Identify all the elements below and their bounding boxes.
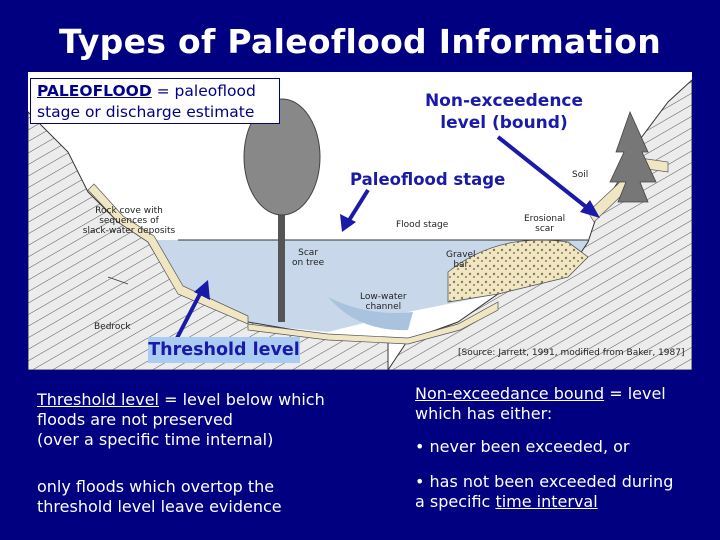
- bullet-never-exceeded: • never been exceeded, or: [415, 437, 630, 456]
- slide-title: Types of Paleoflood Information: [58, 22, 662, 61]
- threshold-level-callout: Threshold level: [148, 337, 300, 363]
- slack-water-deposits: [87, 183, 249, 325]
- non-exceedence-arrowhead: [580, 200, 600, 218]
- threshold-term: Threshold level: [37, 390, 159, 409]
- threshold-evidence-note: only floods which overtop the threshold …: [37, 477, 282, 516]
- paleoflood-diagram: [28, 72, 692, 370]
- label-soil: Soil: [572, 170, 589, 180]
- non-exceedence-arrow: [496, 135, 592, 212]
- gravel-bar: [447, 239, 589, 303]
- source-citation: [Source: Jarrett, 1991, modified from Ba…: [458, 348, 685, 358]
- non-exceedance-description: Non-exceedance bound = level which has e…: [415, 384, 666, 423]
- definition-line2: stage or discharge estimate: [37, 103, 255, 121]
- paleoflood-stage-callout: Paleoflood stage: [350, 170, 506, 189]
- non-exceedence-line1: Non-exceedence: [424, 91, 584, 111]
- channel-sediment: [247, 301, 499, 345]
- bullet-not-exceeded-interval: • has not been exceeded during a specifi…: [415, 472, 674, 511]
- paleoflood-definition: PALEOFLOOD = paleoflood stage or dischar…: [30, 78, 280, 124]
- low-water-channel: [328, 297, 413, 331]
- definition-term: PALEOFLOOD: [37, 82, 152, 100]
- non-exceedence-line2: level (bound): [440, 113, 568, 133]
- non-exceedance-term: Non-exceedance bound: [415, 384, 605, 403]
- definition-rest: = paleoflood: [151, 82, 256, 100]
- paleoflood-stage-arrowhead: [340, 214, 356, 232]
- pine-tree: [609, 110, 657, 203]
- tree-crown: [243, 98, 321, 216]
- label-bedrock: Bedrock: [94, 322, 131, 332]
- tree-trunk: [278, 182, 285, 322]
- cross-section-illustration: [28, 79, 692, 370]
- threshold-arrowhead: [194, 280, 210, 300]
- label-flood-stage: Flood stage: [396, 220, 449, 230]
- threshold-description: Threshold level = level below which floo…: [37, 390, 325, 449]
- threshold-arrow: [174, 289, 204, 341]
- non-exceedence-callout: Non-exceedence level (bound): [404, 90, 604, 134]
- paleoflood-stage-arrow: [346, 188, 370, 224]
